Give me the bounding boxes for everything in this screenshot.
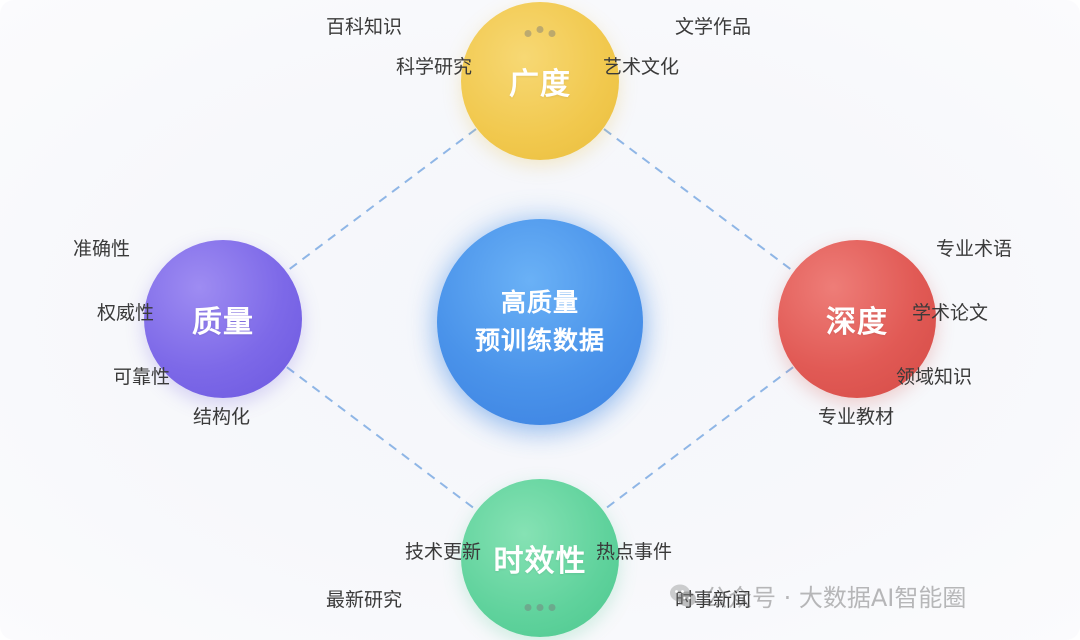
node-timeliness-label: 时效性	[493, 544, 587, 579]
node-depth: 深度	[778, 240, 936, 398]
keyword-depth: 领域知识	[896, 366, 973, 388]
node-quality: 质量	[144, 240, 302, 398]
keyword-depth: 学术论文	[912, 302, 989, 324]
node-breadth: 广度	[461, 2, 619, 160]
node-timeliness: 时效性	[461, 479, 619, 637]
wechat-icon	[670, 584, 696, 606]
keyword-breadth: 科学研究	[396, 56, 473, 78]
node-breadth-label: 广度	[509, 67, 571, 102]
keyword-timeliness: 最新研究	[326, 589, 403, 611]
node-quality-label: 质量	[192, 305, 254, 340]
decorative-dots	[524, 604, 556, 611]
keyword-quality: 权威性	[97, 302, 155, 324]
decorative-dots	[524, 26, 556, 37]
keyword-quality: 准确性	[73, 238, 131, 260]
watermark: 公众号 · 大数据AI智能圈	[668, 578, 966, 613]
keyword-depth: 专业术语	[936, 238, 1013, 260]
node-depth-label: 深度	[826, 305, 888, 340]
keyword-breadth: 百科知识	[326, 16, 403, 38]
node-center: 高质量 预训练数据	[437, 219, 643, 425]
center-title-line2: 预训练数据	[474, 326, 605, 355]
keyword-breadth: 艺术文化	[603, 56, 680, 78]
keyword-quality: 可靠性	[113, 366, 171, 388]
keyword-timeliness: 时事新闻	[675, 589, 752, 611]
watermark-text: 公众号 · 大数据AI智能圈	[704, 584, 967, 612]
center-title-line1: 高质量	[500, 288, 579, 317]
keyword-timeliness: 技术更新	[405, 541, 482, 563]
keyword-quality: 结构化	[193, 406, 251, 428]
keyword-breadth: 文学作品	[675, 16, 752, 38]
keyword-depth: 专业教材	[818, 406, 895, 428]
keyword-timeliness: 热点事件	[596, 541, 673, 563]
